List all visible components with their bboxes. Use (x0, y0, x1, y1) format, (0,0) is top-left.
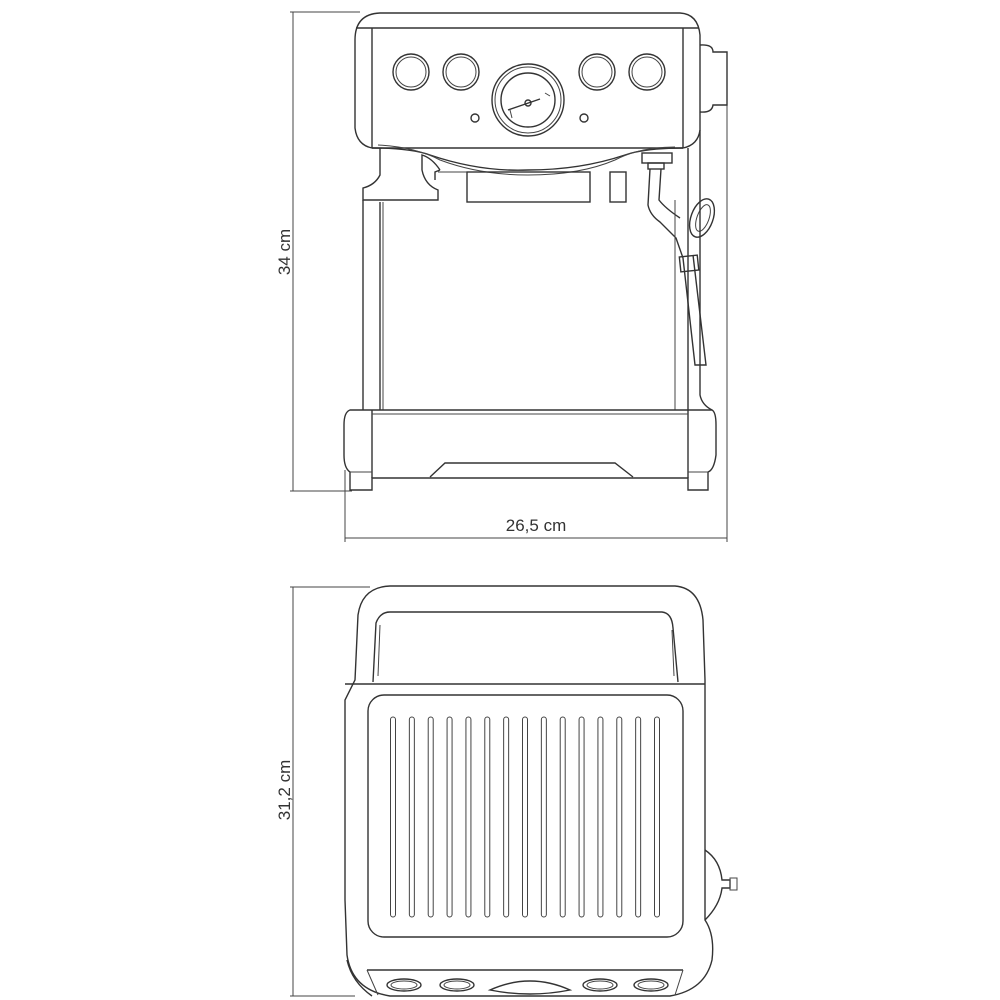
depth-dimension-line (290, 586, 370, 997)
vent-slots (390, 716, 660, 918)
vent-slot (635, 716, 642, 918)
machine-body-top (344, 585, 714, 997)
side-knob-top-view (704, 849, 731, 921)
height-dimension-line (290, 11, 360, 492)
width-label: 26,5 cm (505, 516, 567, 535)
vent-slot (597, 716, 604, 918)
top-view-drawing (290, 585, 738, 997)
side-knob (699, 44, 728, 113)
group-head (362, 148, 441, 201)
front-view-drawing (290, 11, 728, 542)
vent-slot (540, 716, 547, 918)
vent-slot (503, 716, 510, 918)
vent-slot (408, 716, 415, 918)
vent-slot (616, 716, 623, 918)
vent-slot (522, 716, 528, 918)
steam-wand (641, 152, 716, 366)
vent-slot (578, 716, 585, 918)
machine-head (354, 12, 701, 149)
drip-tray (343, 409, 717, 491)
vent-slot (390, 716, 396, 918)
vent-slot (559, 716, 566, 918)
vent-slot (465, 716, 472, 918)
height-label: 34 cm (275, 228, 294, 276)
vent-slot (654, 716, 660, 918)
vent-panel (367, 694, 684, 938)
pressure-gauge-icon (491, 63, 565, 137)
front-knobs-top-view (386, 978, 669, 995)
width-dimension-line (344, 100, 728, 542)
depth-label: 31,2 cm (275, 759, 294, 821)
control-knobs (392, 53, 666, 91)
vent-slot (446, 716, 453, 918)
vent-slot (427, 716, 434, 918)
vent-slot (484, 716, 491, 918)
